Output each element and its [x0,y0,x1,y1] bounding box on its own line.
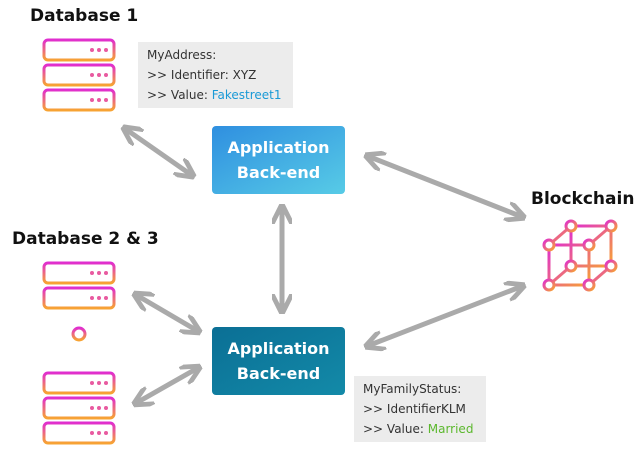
app2-line1: Application [227,339,330,358]
app2-line2: Back-end [236,364,321,383]
arrow-db2-app2 [138,296,196,330]
note2-value: Married [427,422,474,436]
note2-value-prefix: >> Value: [363,422,428,436]
app1-line1: Application [227,138,330,157]
application-backend-2: Application Back-end [212,327,345,395]
application-backend-2-box [212,327,345,395]
note2-line2: >> IdentifierKLM [363,402,466,416]
note1-value: Fakestreet1 [211,88,282,102]
blockchain-icon [547,224,613,287]
database-2-icon [42,261,116,342]
arrow-db1-app1 [127,130,190,174]
database-1-note: MyAddress: >> Identifier: XYZ >> Value: … [138,42,293,108]
note1-line1: MyAddress: [147,48,217,62]
database-1-icon [42,38,116,112]
blockchain-nodes [542,219,618,292]
database-3-icon [42,371,116,445]
note1-line3: >> Value: Fakestreet1 [147,85,284,105]
note1-line2: >> Identifier: XYZ [147,68,257,82]
database-2-3-title: Database 2 & 3 [12,229,159,249]
blockchain-title: Blockchain [531,189,635,209]
application-backend-1-box [212,126,345,194]
arrow-app1-blockchain [370,157,520,216]
app1-line2: Back-end [236,163,321,182]
note2-line3: >> Value: Married [363,419,477,439]
note2-line1: MyFamilyStatus: [363,382,462,396]
database-3-leds [90,381,108,435]
database-2-3-note: MyFamilyStatus: >> IdentifierKLM >> Valu… [354,376,486,442]
database-2-leds [90,271,108,300]
note1-value-prefix: >> Value: [147,88,212,102]
database-1-leds [90,48,108,102]
arrow-app2-blockchain [370,287,520,345]
database-1-title: Database 1 [30,6,139,26]
application-backend-1: Application Back-end [212,126,345,194]
arrow-db3-app2 [138,369,196,402]
